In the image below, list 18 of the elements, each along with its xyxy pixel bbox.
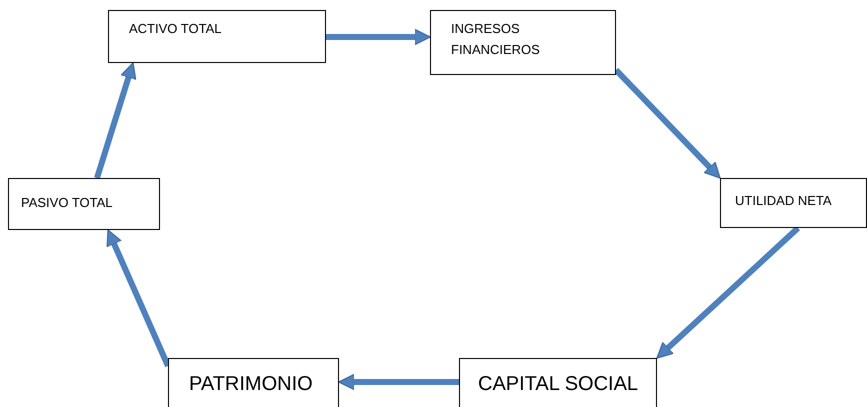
text-box <box>8 178 160 230</box>
text-box <box>430 10 616 75</box>
block-arrow <box>94 62 136 179</box>
box-label: INGRESOS FINANCIEROS <box>451 20 541 59</box>
box-label: PATRIMONIO <box>189 372 313 397</box>
box-label: UTILIDAD NETA <box>735 192 832 210</box>
text-box <box>108 10 326 63</box>
block-arrow <box>106 229 171 368</box>
box-label: ACTIVO TOTAL <box>129 20 222 38</box>
text-box <box>459 358 657 407</box>
block-arrow <box>656 226 800 359</box>
text-box <box>720 178 867 228</box>
box-label: CAPITAL SOCIAL <box>478 372 638 397</box>
block-arrow <box>338 374 459 390</box>
block-arrow <box>326 28 431 46</box>
block-arrow <box>614 68 721 179</box>
box-label: PASIVO TOTAL <box>21 194 113 212</box>
text-box <box>168 358 339 407</box>
